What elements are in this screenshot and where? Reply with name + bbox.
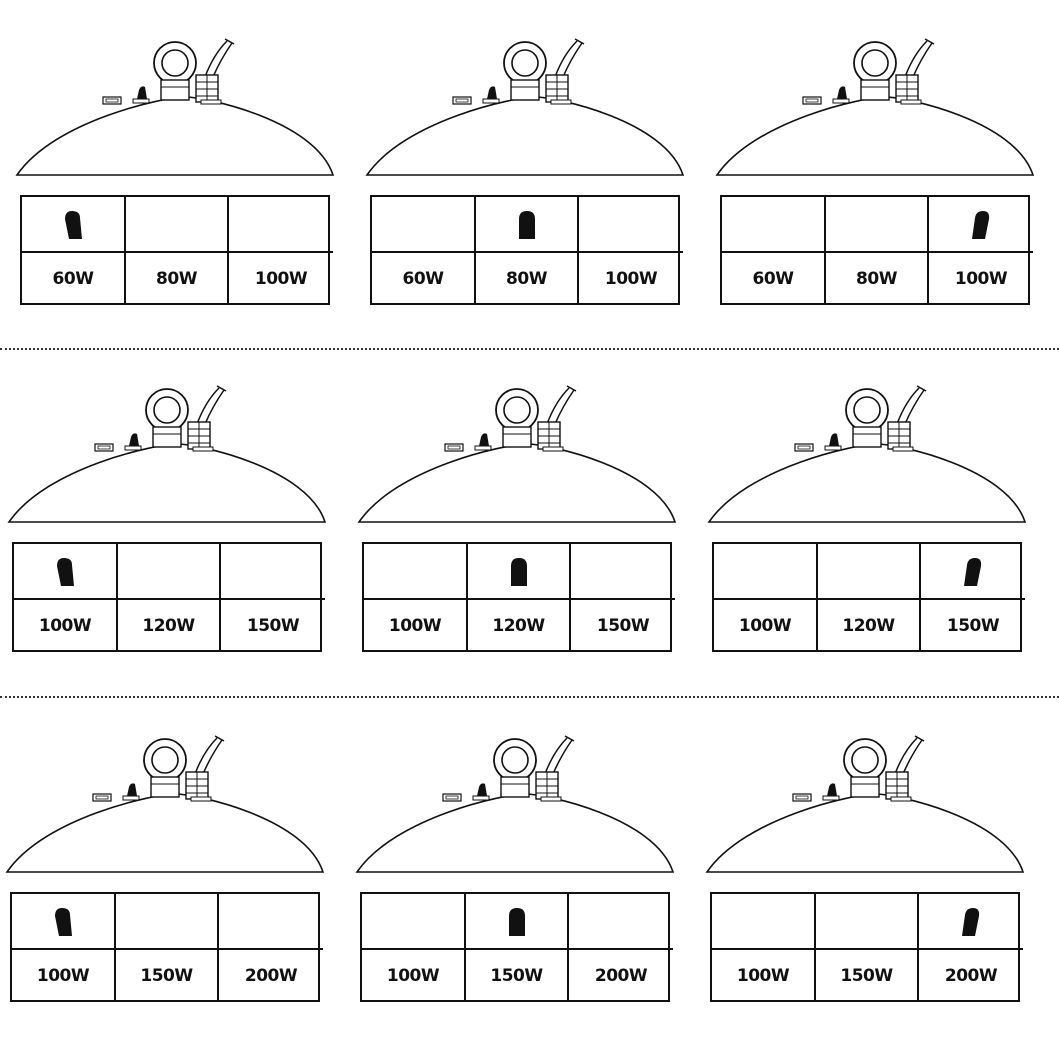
wattage-label: 60W bbox=[722, 251, 824, 305]
switch-knob-icon bbox=[970, 209, 992, 241]
switch-position-slot[interactable] bbox=[362, 894, 464, 948]
wattage-label: 80W bbox=[124, 251, 229, 305]
switch-position-slot[interactable] bbox=[12, 894, 114, 948]
switch-position-slot[interactable] bbox=[464, 894, 569, 948]
wattage-label: 100W bbox=[364, 598, 466, 652]
switch-position-slot[interactable] bbox=[221, 544, 325, 598]
switch-position-slot[interactable] bbox=[22, 197, 124, 251]
switch-position-slot[interactable] bbox=[571, 544, 675, 598]
wattage-label: 120W bbox=[816, 598, 921, 652]
row-divider-1 bbox=[0, 348, 1059, 350]
wattage-label: 200W bbox=[569, 948, 673, 1002]
wattage-label: 100W bbox=[579, 251, 683, 305]
wattage-label: 60W bbox=[372, 251, 474, 305]
switch-position-slot[interactable] bbox=[569, 894, 673, 948]
wattage-label: 100W bbox=[362, 948, 464, 1002]
switch-position-slot[interactable] bbox=[364, 544, 466, 598]
switch-knob-icon bbox=[516, 209, 538, 241]
row-divider-2 bbox=[0, 696, 1059, 698]
wattage-label: 100W bbox=[14, 598, 116, 652]
wattage-label: 150W bbox=[221, 598, 325, 652]
switch-position-slot[interactable] bbox=[474, 197, 579, 251]
switch-position-slot[interactable] bbox=[229, 197, 333, 251]
switch-position-slot[interactable] bbox=[466, 544, 571, 598]
wattage-label: 150W bbox=[814, 948, 919, 1002]
wattage-label: 200W bbox=[219, 948, 323, 1002]
wattage-label: 120W bbox=[116, 598, 221, 652]
wattage-label: 200W bbox=[919, 948, 1023, 1002]
switch-knob-icon bbox=[506, 906, 528, 938]
switch-knob-icon bbox=[52, 906, 74, 938]
switch-knob-icon bbox=[508, 556, 530, 588]
switch-position-slot[interactable] bbox=[116, 544, 221, 598]
switch-knob-icon bbox=[960, 906, 982, 938]
switch-position-slot[interactable] bbox=[714, 544, 816, 598]
wattage-label: 100W bbox=[12, 948, 114, 1002]
switch-position-slot[interactable] bbox=[14, 544, 116, 598]
switch-position-slot[interactable] bbox=[579, 197, 683, 251]
wattage-label: 60W bbox=[22, 251, 124, 305]
wattage-label: 100W bbox=[229, 251, 333, 305]
wattage-label: 80W bbox=[824, 251, 929, 305]
switch-position-slot[interactable] bbox=[816, 544, 921, 598]
switch-position-slot[interactable] bbox=[919, 894, 1023, 948]
switch-position-slot[interactable] bbox=[722, 197, 824, 251]
wattage-label: 100W bbox=[712, 948, 814, 1002]
wattage-label: 100W bbox=[714, 598, 816, 652]
wattage-label: 150W bbox=[464, 948, 569, 1002]
wattage-label: 100W bbox=[929, 251, 1033, 305]
switch-knob-icon bbox=[54, 556, 76, 588]
switch-knob-icon bbox=[62, 209, 84, 241]
switch-position-slot[interactable] bbox=[712, 894, 814, 948]
switch-position-slot[interactable] bbox=[372, 197, 474, 251]
wattage-label: 120W bbox=[466, 598, 571, 652]
wattage-label: 150W bbox=[571, 598, 675, 652]
switch-position-slot[interactable] bbox=[219, 894, 323, 948]
switch-position-slot[interactable] bbox=[929, 197, 1033, 251]
switch-position-slot[interactable] bbox=[114, 894, 219, 948]
wattage-label: 150W bbox=[921, 598, 1025, 652]
wattage-label: 80W bbox=[474, 251, 579, 305]
wattage-label: 150W bbox=[114, 948, 219, 1002]
switch-position-slot[interactable] bbox=[824, 197, 929, 251]
switch-knob-icon bbox=[962, 556, 984, 588]
switch-position-slot[interactable] bbox=[921, 544, 1025, 598]
switch-position-slot[interactable] bbox=[124, 197, 229, 251]
switch-position-slot[interactable] bbox=[814, 894, 919, 948]
